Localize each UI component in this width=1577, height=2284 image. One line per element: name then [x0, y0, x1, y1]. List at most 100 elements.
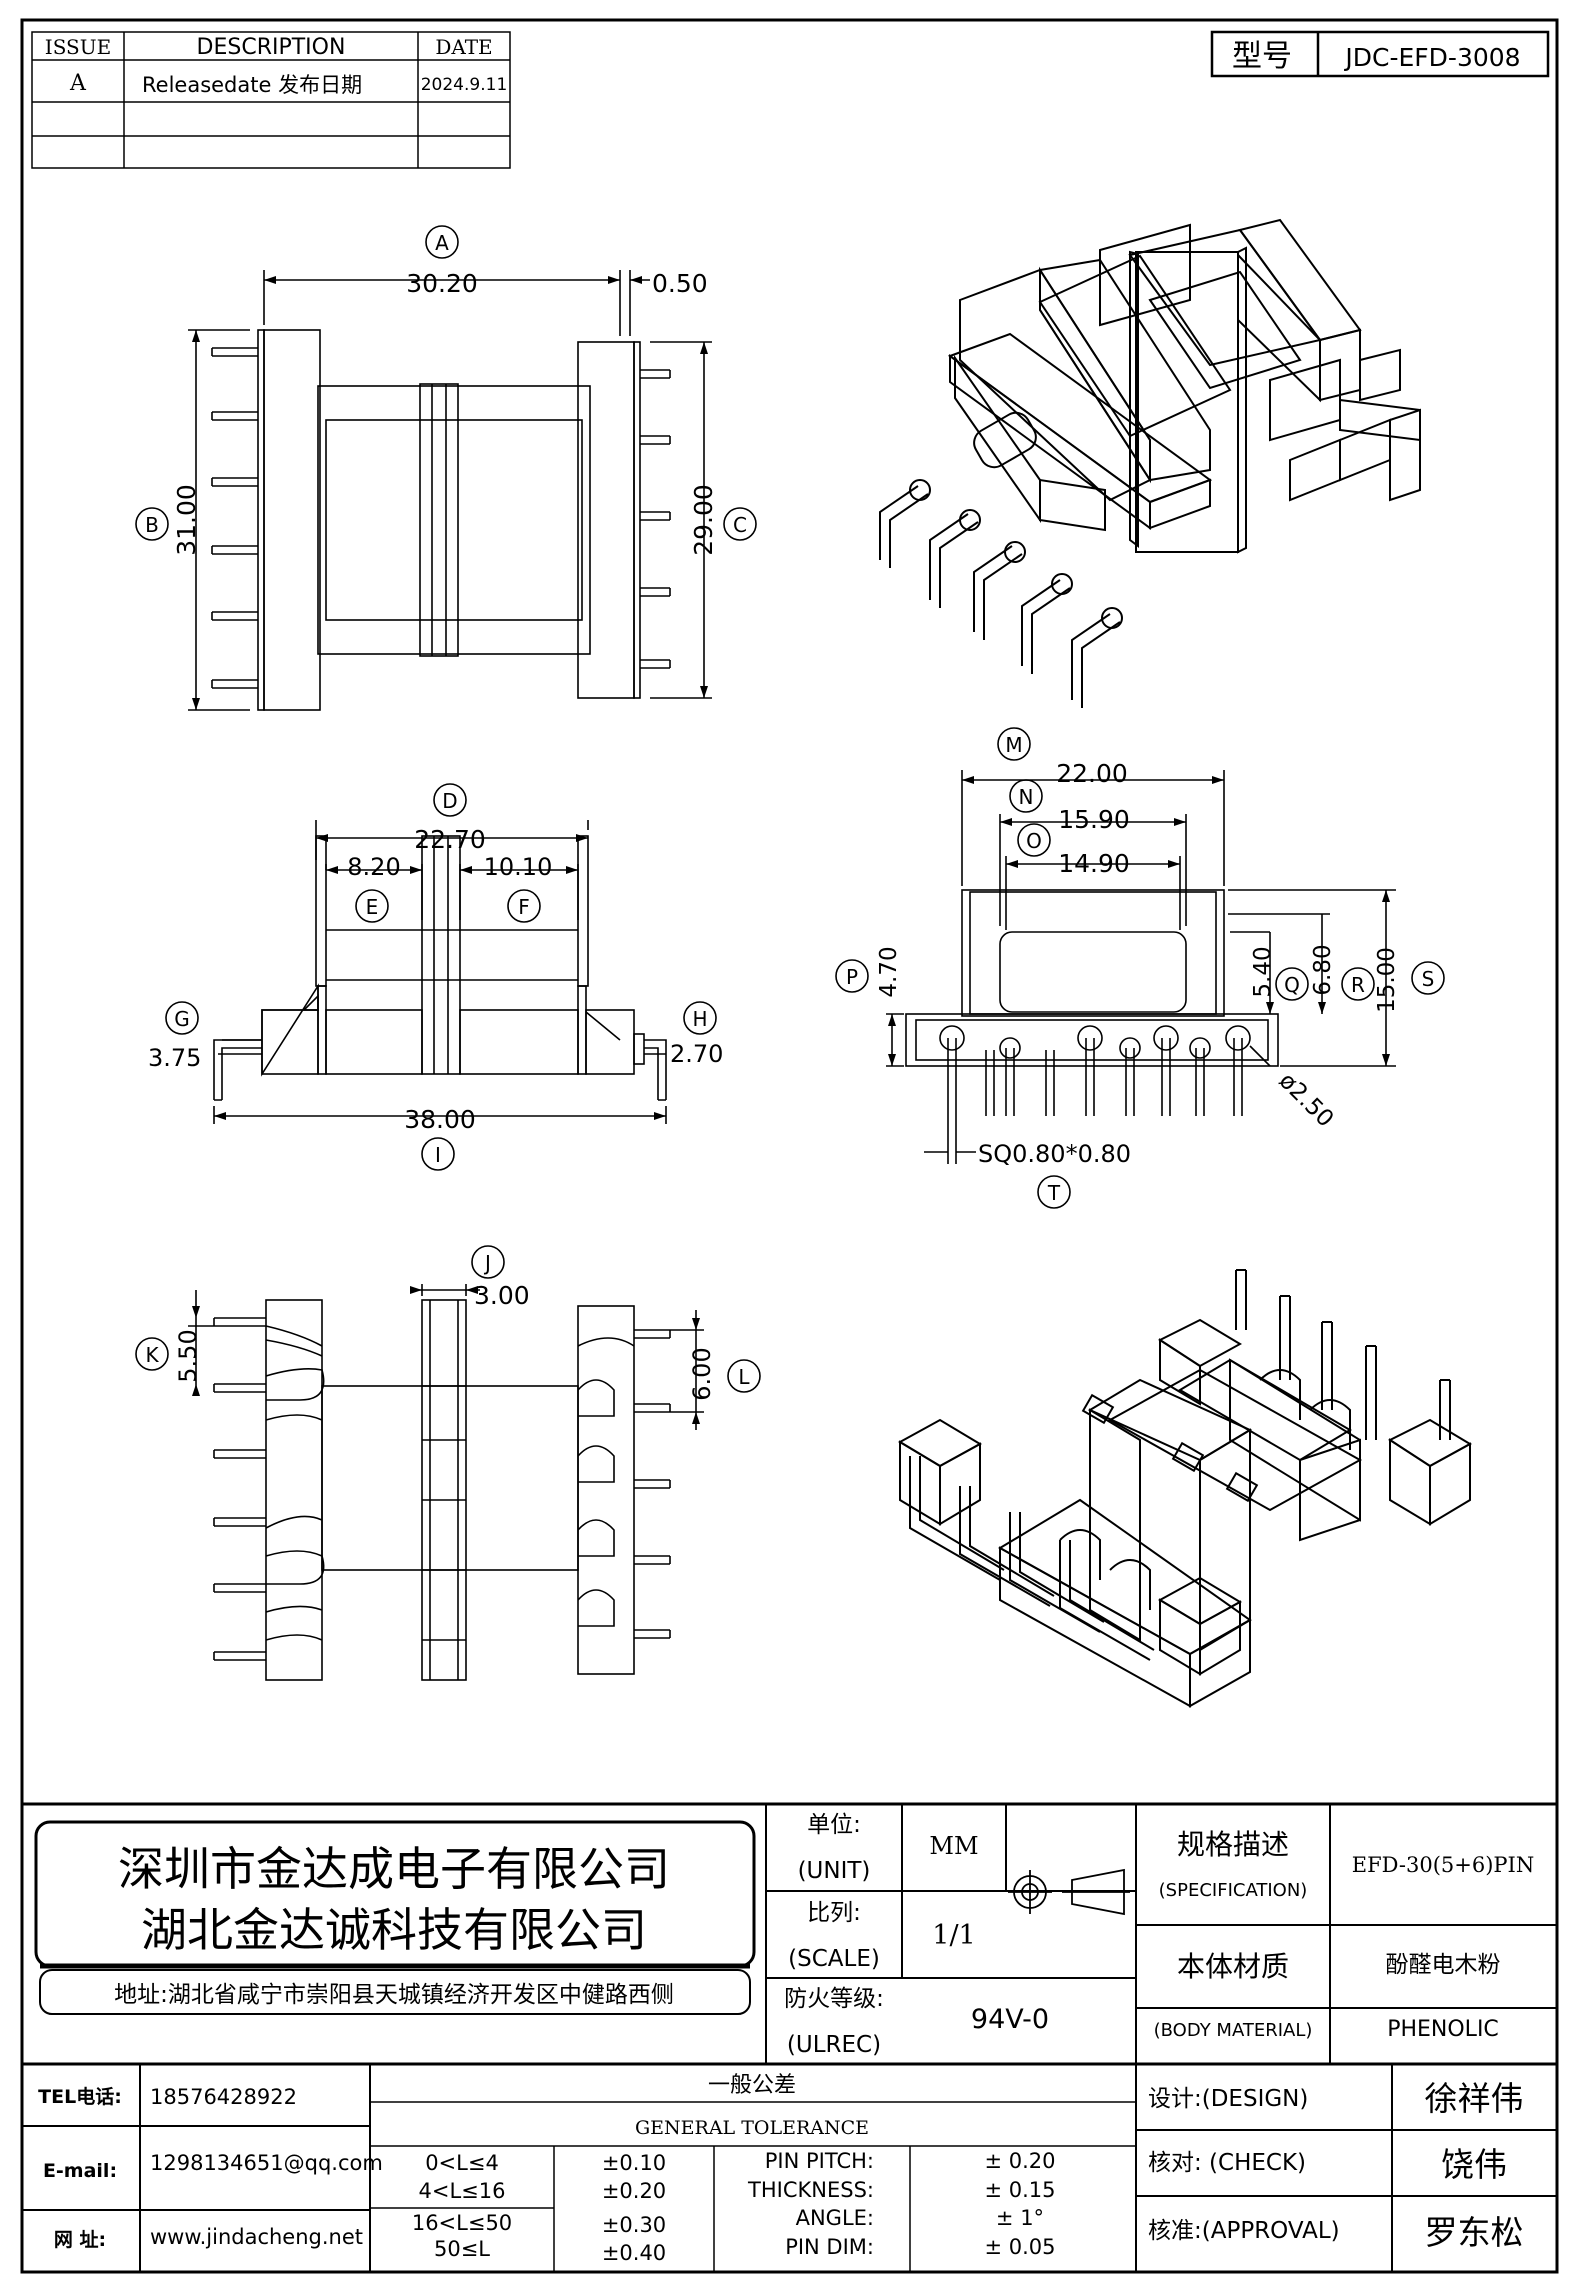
company-name-2: 湖北金达诚科技有限公司: [141, 1903, 647, 1957]
ul-label-en: (ULREC): [787, 2032, 881, 2058]
tag-M: M: [1005, 733, 1022, 757]
tolerance-item-value: ± 0.15: [984, 2178, 1055, 2202]
dim-I-value: 38.00: [404, 1105, 476, 1134]
tolerance-item: ANGLE:: [796, 2206, 874, 2230]
tag-circle-S: [1411, 961, 1445, 995]
approval-label: 核准:(APPROVAL): [1148, 2218, 1340, 2244]
ul-value: 94V-0: [971, 2004, 1049, 2035]
design-value: 徐祥伟: [1425, 2079, 1524, 2118]
dim-R-value: 6.80: [1310, 944, 1336, 995]
material-label: 本体材质: [1177, 1950, 1289, 1983]
dim-H-value: 2.70: [670, 1040, 723, 1068]
spec-value: EFD-30(5+6)PIN: [1352, 1853, 1534, 1877]
tag-C: C: [733, 513, 747, 537]
dim-Q-value: 5.40: [1250, 946, 1276, 997]
tag-circle-A: [425, 225, 459, 259]
model-box: [1210, 30, 1550, 78]
tag-circle-M: [997, 727, 1031, 761]
bottom-view: [188, 1284, 704, 1681]
dim-pin-diameter-value: ø2.50: [1274, 1068, 1339, 1133]
tag-circle-N: [1009, 779, 1043, 813]
tolerance-value: ±0.40: [602, 2241, 666, 2265]
email-value: 1298134651@qq.com: [150, 2151, 383, 2175]
tag-T: T: [1047, 1181, 1061, 1205]
spec-label-en: (SPECIFICATION): [1159, 1880, 1308, 1901]
tolerance-value: ±0.10: [602, 2151, 666, 2175]
approval-value: 罗东松: [1425, 2213, 1524, 2252]
tag-O: O: [1026, 829, 1042, 853]
tolerance-range: 50≤L: [434, 2237, 490, 2261]
top-view: [188, 270, 712, 711]
tag-A: A: [435, 231, 449, 255]
spec-label: 规格描述: [1177, 1828, 1289, 1861]
tag-F: F: [518, 895, 530, 919]
unit-value: MM: [929, 1832, 978, 1860]
dim-A-offset-value: 0.50: [652, 269, 708, 298]
dim-F-value: 10.10: [484, 853, 553, 881]
tag-N: N: [1019, 785, 1034, 809]
check-label: 核对: (CHECK): [1148, 2150, 1306, 2176]
tolerance-value: ±0.30: [602, 2213, 666, 2237]
tel-value: 18576428922: [150, 2085, 297, 2109]
dim-M-value: 22.00: [1056, 759, 1128, 788]
revision-issue-cell: A: [69, 71, 87, 96]
tag-circle-F: [507, 889, 541, 923]
tolerance-range: 0<L≤4: [425, 2151, 499, 2175]
tag-circle-H: [683, 1001, 717, 1035]
company-name-1: 深圳市金达成电子有限公司: [118, 1842, 670, 1896]
dim-B-value: 31.00: [172, 484, 201, 556]
tolerance-item-value: ± 1°: [996, 2206, 1044, 2230]
tag-circle-Q: [1275, 967, 1309, 1001]
bottom-view-arrows: [192, 1286, 700, 1424]
dim-O-value: 14.90: [1058, 849, 1130, 878]
tolerance-title-cn: 一般公差: [708, 2073, 796, 2098]
tolerance-item: THICKNESS:: [747, 2178, 874, 2202]
tag-circle-K: [135, 1337, 169, 1371]
dim-S-value: 15.00: [1374, 947, 1400, 1013]
revision-issue-header: ISSUE: [45, 35, 111, 59]
isometric-view-bottom-pins: [909, 1269, 1451, 1661]
web-label: 网 址:: [54, 2229, 106, 2251]
dim-D-value: 22.70: [414, 825, 486, 854]
tag-circle-D: [433, 783, 467, 817]
tag-circle-O: [1017, 823, 1051, 857]
design-label: 设计:(DESIGN): [1148, 2086, 1308, 2112]
tag-H: H: [692, 1007, 707, 1031]
company-address: 地址:湖北省咸宁市崇阳县天城镇经济开发区中健路西侧: [114, 1982, 674, 2008]
tel-label: TEL电话:: [38, 2085, 122, 2108]
material-value-en: PHENOLIC: [1387, 2017, 1499, 2042]
revision-date-cell: 2024.9.11: [421, 75, 508, 95]
isometric-view-bottom: [897, 1318, 1473, 1708]
isometric-view-top: [947, 218, 1421, 554]
side-view: [213, 820, 667, 1124]
dim-N-value: 15.90: [1058, 805, 1130, 834]
side-view-arrows: [214, 834, 666, 1120]
email-label: E-mail:: [43, 2160, 117, 2182]
tag-circle-L: [727, 1359, 761, 1393]
tag-S: S: [1422, 967, 1435, 991]
sheet-border: [20, 18, 1559, 2274]
dim-J-value: 3.00: [474, 1281, 530, 1310]
dim-E-value: 8.20: [347, 853, 400, 881]
tag-circle-G: [165, 1001, 199, 1035]
unit-label: 单位:: [807, 1812, 861, 1838]
revision-description-cell: Releasedate 发布日期: [142, 73, 362, 97]
material-label-en: (BODY MATERIAL): [1154, 2020, 1313, 2041]
tag-J: J: [483, 1251, 491, 1275]
tag-L: L: [738, 1365, 750, 1389]
tolerance-value: ±0.20: [602, 2179, 666, 2203]
material-value-cn: 酚醛电木粉: [1386, 1952, 1501, 1978]
scale-label: 比列:: [807, 1900, 861, 1926]
tolerance-title-en: GENERAL TOLERANCE: [635, 2117, 869, 2139]
web-value: www.jindacheng.net: [150, 2225, 363, 2249]
isometric-view-top-pins: [879, 479, 1123, 708]
tolerance-rows: 0<L≤4 ±0.10 PIN PITCH: ± 0.20 4<L≤16 ±0.…: [412, 2149, 1056, 2265]
tag-R: R: [1351, 973, 1365, 997]
tag-G: G: [174, 1007, 190, 1031]
scale-label-en: (SCALE): [788, 1946, 880, 1972]
tag-E: E: [366, 895, 379, 919]
tag-D: D: [442, 789, 457, 813]
tolerance-item-value: ± 0.05: [984, 2235, 1055, 2259]
tag-I: I: [435, 1143, 441, 1167]
tolerance-range: 16<L≤50: [412, 2211, 512, 2235]
